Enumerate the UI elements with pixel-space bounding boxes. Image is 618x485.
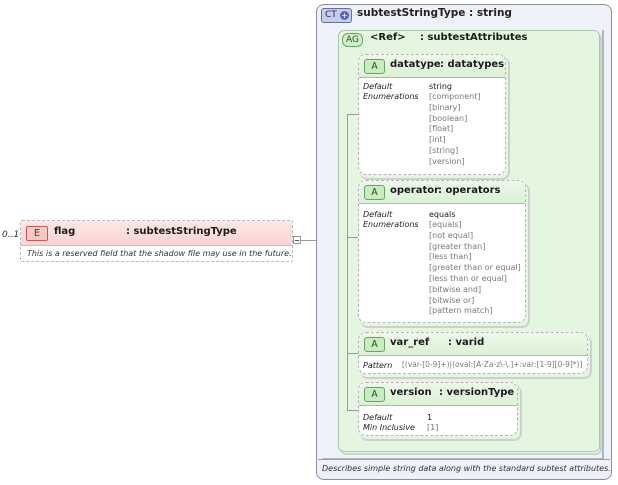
- attribute-datatype[interactable]: A datatype : datatypes Default string En…: [358, 54, 506, 175]
- enumeration-item: [greater than or equal]: [429, 263, 521, 273]
- complex-type-badge-label: CT: [325, 10, 337, 20]
- enumeration-item: [bitwise or]: [429, 295, 475, 305]
- enumeration-item: [less than]: [429, 252, 472, 262]
- attribute-operator[interactable]: A operator : operators Default equals En…: [358, 180, 526, 323]
- attribute-badge-icon: A: [364, 59, 385, 74]
- enumeration-list: [equals] [not equal] [greater than] [les…: [429, 220, 521, 317]
- attribute-shadow: [360, 385, 522, 441]
- collapse-toggle-icon[interactable]: [293, 236, 301, 244]
- attribute-type: : operators: [438, 185, 501, 196]
- attribute-name: version: [390, 387, 432, 398]
- tree-trunk-line: [347, 114, 348, 410]
- enumeration-item: [less than or equal]: [429, 273, 507, 283]
- enumeration-item: [not equal]: [429, 230, 474, 240]
- attribute-badge-icon: A: [364, 387, 385, 402]
- complex-type-documentation: Describes simple string data along with …: [322, 464, 611, 473]
- element-type: : subtestStringType: [126, 226, 237, 237]
- enumeration-item: [greater than]: [429, 241, 486, 251]
- attribute-badge-icon: A: [364, 185, 385, 200]
- attribute-header: A var_ref : varid: [359, 333, 587, 356]
- enumeration-item: [pattern match]: [429, 306, 493, 316]
- pattern-value: [(var-[0-9]+)|(oval:[A-Za-z\-\.]+:var:[1…: [402, 360, 583, 369]
- tree-branch-line: [347, 114, 358, 115]
- enumeration-list: [component] [binary] [boolean] [float] […: [429, 92, 481, 168]
- attribute-badge-icon: A: [364, 337, 385, 352]
- tree-branch-line: [347, 353, 358, 354]
- documentation-divider: [318, 459, 610, 460]
- attribute-header: A datatype : datatypes: [359, 55, 505, 78]
- element-documentation: This is a reserved field that the shadow…: [27, 249, 292, 258]
- default-value: string: [429, 82, 452, 91]
- connector-line: [301, 240, 316, 241]
- enumeration-item: [equals]: [429, 220, 462, 229]
- enumerations-label: Enumerations: [363, 220, 419, 229]
- min-inclusive-label: Min Inclusive: [363, 423, 415, 432]
- enumeration-item: [version]: [429, 156, 465, 166]
- enumeration-item: [int]: [429, 135, 446, 145]
- attribute-header: A version : versionType: [359, 383, 517, 406]
- attribute-type: : varid: [448, 337, 485, 348]
- default-label: Default: [363, 210, 393, 219]
- attribute-group-shadow: [340, 33, 602, 455]
- element-multiplicity: 0..1: [2, 230, 20, 240]
- element-flag[interactable]: E flag : subtestStringType This is a res…: [20, 220, 293, 262]
- enumeration-item: [boolean]: [429, 113, 468, 123]
- attribute-type: : datatypes: [440, 59, 505, 70]
- attribute-group-badge-icon: AG: [342, 33, 363, 47]
- enumeration-item: [binary]: [429, 102, 461, 112]
- default-value: equals: [429, 210, 456, 219]
- attribute-shadow: [360, 335, 592, 379]
- enumeration-item: [bitwise and]: [429, 284, 482, 294]
- attribute-var-ref[interactable]: A var_ref : varid Pattern [(var-[0-9]+)|…: [358, 332, 588, 374]
- default-label: Default: [363, 82, 393, 91]
- element-name: flag: [54, 226, 76, 237]
- attribute-shadow: [360, 57, 510, 180]
- element-badge-icon: E: [26, 226, 48, 241]
- expand-plus-icon[interactable]: +: [340, 11, 349, 20]
- attribute-shadow: [360, 183, 530, 328]
- attribute-type: : versionType: [439, 387, 515, 398]
- attribute-group-name: : subtestAttributes: [420, 32, 528, 43]
- attribute-name: var_ref: [390, 337, 430, 348]
- attribute-group-ref: <Ref>: [370, 32, 406, 43]
- enumerations-label: Enumerations: [363, 92, 419, 101]
- tree-branch-line: [347, 410, 358, 411]
- enumeration-item: [component]: [429, 92, 481, 101]
- attribute-header: A operator : operators: [359, 181, 525, 204]
- attribute-name: datatype: [390, 59, 441, 70]
- pattern-label: Pattern: [363, 361, 393, 370]
- complex-type-title: subtestStringType : string: [357, 7, 512, 19]
- min-inclusive-value: [1]: [427, 423, 439, 432]
- complex-type-badge-icon: CT +: [321, 8, 352, 23]
- tree-branch-line: [347, 237, 358, 238]
- enumeration-item: [float]: [429, 124, 454, 134]
- attribute-name: operator: [390, 185, 440, 196]
- default-value: 1: [427, 413, 433, 422]
- enumeration-item: [string]: [429, 145, 459, 155]
- element-header: E flag : subtestStringType: [21, 221, 292, 246]
- default-label: Default: [363, 413, 393, 422]
- attribute-version[interactable]: A version : versionType Default 1 Min In…: [358, 382, 518, 436]
